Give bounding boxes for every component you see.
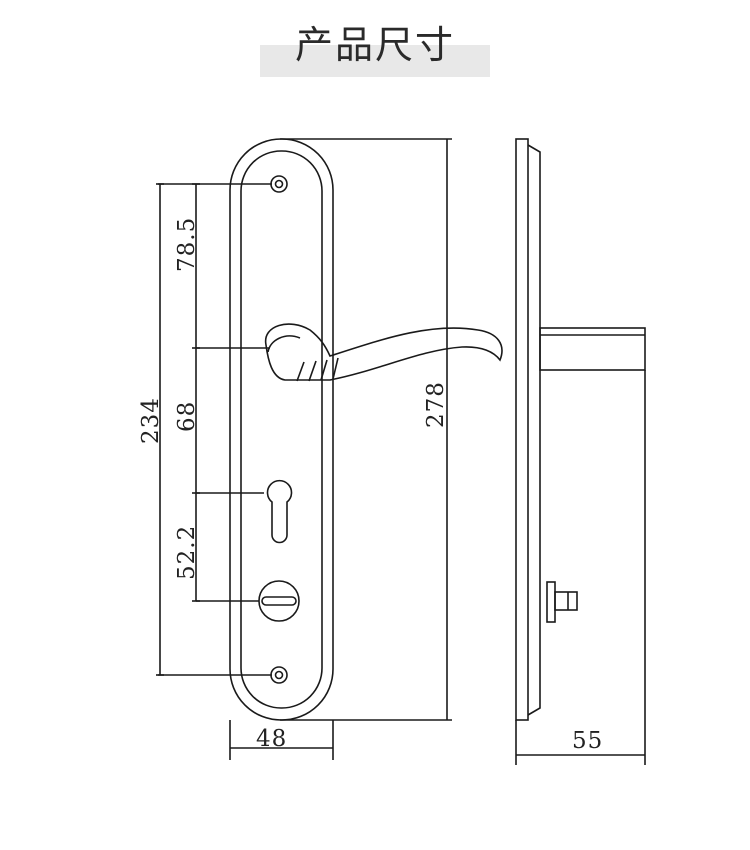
dim-55: 55 [572, 728, 603, 754]
top-screw [270, 175, 288, 193]
page-title: 产品尺寸 [294, 23, 455, 67]
keyhole [266, 479, 293, 544]
side-plate [515, 138, 529, 721]
title-band [260, 45, 490, 77]
front-plate-inner [240, 150, 323, 709]
dim-278: 278 [423, 381, 449, 428]
side-lever [539, 327, 646, 371]
lever-handle [264, 323, 503, 381]
dim-78-5: 78.5 [174, 217, 200, 272]
dim-234: 234 [138, 397, 164, 444]
bottom-screw [270, 666, 288, 684]
dim-52-2: 52.2 [174, 525, 200, 580]
thumb-turn [258, 580, 300, 622]
front-plate-outer [229, 138, 334, 721]
dim-68: 68 [174, 401, 200, 432]
dim-48: 48 [256, 726, 287, 752]
side-spindle [546, 581, 556, 623]
